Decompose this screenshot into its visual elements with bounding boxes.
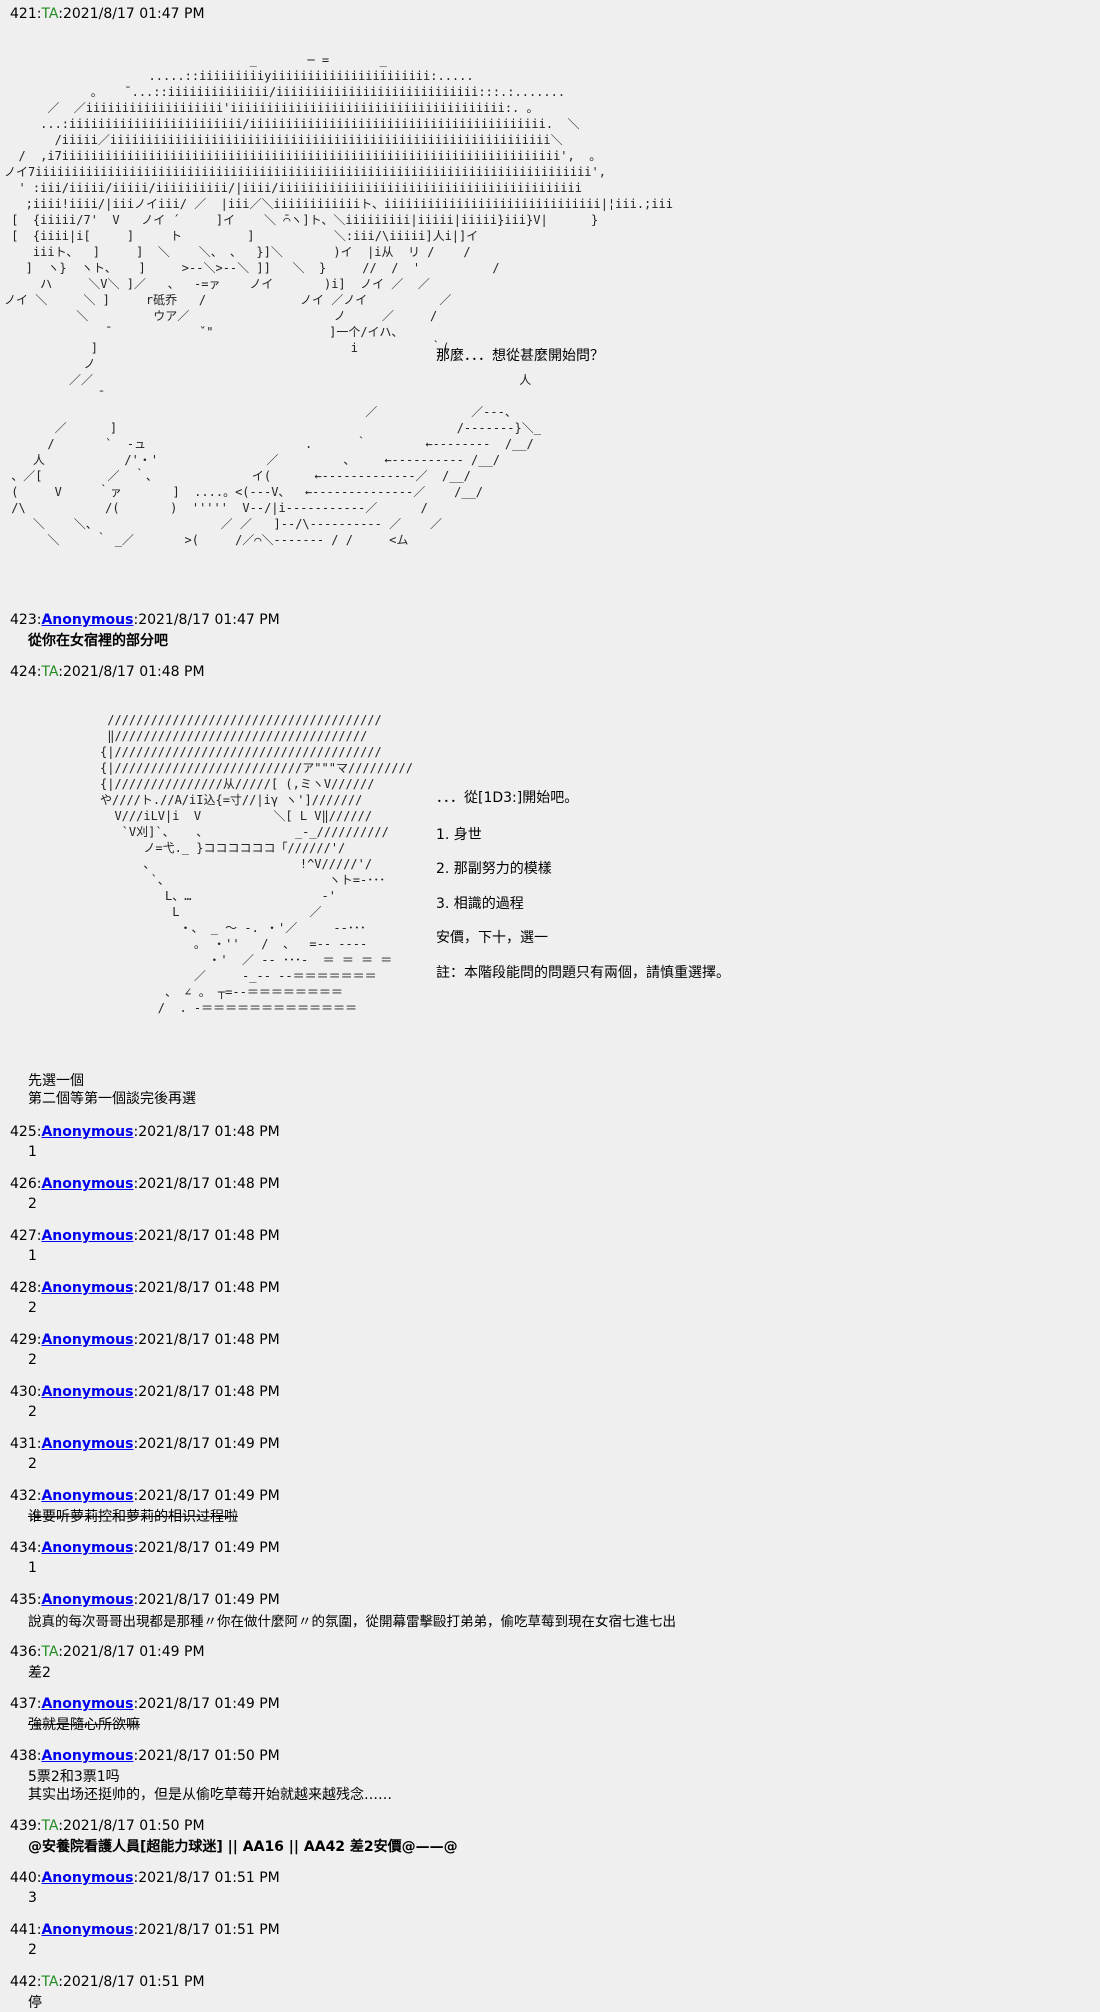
post-body: 第二個等第一個談完後再選 <box>28 1091 196 1107</box>
post-header: 429:Anonymous:2021/8/17 01:48 PM <box>10 1332 280 1348</box>
ascii-art-character-1: _ ─ = _ .....::iiiiiiiiiyiiiiiiiiiiiiiii… <box>4 53 673 547</box>
post-body: 說真的每次哥哥出現都是那種〃你在做什麼阿〃的氛圍，從開幕雷擊毆打弟弟，偷吃草莓到… <box>28 1614 676 1630</box>
post-header: 424:TA:2021/8/17 01:48 PM <box>10 664 205 680</box>
poster-link[interactable]: Anonymous <box>41 1228 134 1244</box>
poster-link[interactable]: Anonymous <box>41 1436 134 1452</box>
post-header: 442:TA:2021/8/17 01:51 PM <box>10 1974 205 1990</box>
vote-instruction: 安價，下十，選一 <box>436 930 548 946</box>
poster-link[interactable]: Anonymous <box>41 1592 134 1608</box>
post-body: @安養院看護人員[超能力球迷] || AA16 || AA42 差2安價@——@ <box>28 1839 458 1855</box>
post-body: 2 <box>28 1352 37 1368</box>
speech-text: 那麼．．．想從甚麼開始問？ <box>436 348 604 364</box>
poster-link[interactable]: Anonymous <box>41 612 134 628</box>
post-header: 423:Anonymous:2021/8/17 01:47 PM <box>10 612 280 628</box>
post-header: 441:Anonymous:2021/8/17 01:51 PM <box>10 1922 280 1938</box>
poster-link[interactable]: Anonymous <box>41 1124 134 1140</box>
post-body: 5票2和3票1吗 <box>28 1769 120 1785</box>
post-body: 谁要听萝莉控和萝莉的相识过程啦 <box>28 1509 238 1525</box>
post-body: 2 <box>28 1404 37 1420</box>
poster-link[interactable]: Anonymous <box>41 1332 134 1348</box>
poster-link[interactable]: Anonymous <box>41 1922 134 1938</box>
post-body: 其实出场还挺帅的，但是从偷吃草莓开始就越来越残念…… <box>28 1787 392 1803</box>
post-body: 2 <box>28 1300 37 1316</box>
option-2: 2. 那副努力的模樣 <box>436 861 552 877</box>
post-header: 432:Anonymous:2021/8/17 01:49 PM <box>10 1488 280 1504</box>
post-header: 436:TA:2021/8/17 01:49 PM <box>10 1644 205 1660</box>
post-header: 425:Anonymous:2021/8/17 01:48 PM <box>10 1124 280 1140</box>
post-body: 先選一個 <box>28 1073 84 1089</box>
post-body: 差2 <box>28 1665 51 1681</box>
post-header: 439:TA:2021/8/17 01:50 PM <box>10 1818 205 1834</box>
post-header: 427:Anonymous:2021/8/17 01:48 PM <box>10 1228 280 1244</box>
post-header: 428:Anonymous:2021/8/17 01:48 PM <box>10 1280 280 1296</box>
option-1: 1. 身世 <box>436 827 482 843</box>
post-body: 強就是隨心所欲嘛 <box>28 1717 140 1733</box>
post-body: 1 <box>28 1144 37 1160</box>
option-3: 3. 相識的過程 <box>436 896 524 912</box>
post-header: 431:Anonymous:2021/8/17 01:49 PM <box>10 1436 280 1452</box>
post-header: 435:Anonymous:2021/8/17 01:49 PM <box>10 1592 280 1608</box>
post-header: 430:Anonymous:2021/8/17 01:48 PM <box>10 1384 280 1400</box>
post-header: 434:Anonymous:2021/8/17 01:49 PM <box>10 1540 280 1556</box>
post-body: 2 <box>28 1456 37 1472</box>
poster-link[interactable]: Anonymous <box>41 1540 134 1556</box>
ascii-art-character-2: ////////////////////////////////////// ‖… <box>100 713 413 1015</box>
post-header: 440:Anonymous:2021/8/17 01:51 PM <box>10 1870 280 1886</box>
post-body: 從你在女宿裡的部分吧 <box>28 633 168 649</box>
poster-link[interactable]: Anonymous <box>41 1696 134 1712</box>
poster-link[interactable]: Anonymous <box>41 1384 134 1400</box>
post-body: 1 <box>28 1560 37 1576</box>
poster-link[interactable]: Anonymous <box>41 1748 134 1764</box>
post-header: 438:Anonymous:2021/8/17 01:50 PM <box>10 1748 280 1764</box>
post-header: 437:Anonymous:2021/8/17 01:49 PM <box>10 1696 280 1712</box>
post-body: 2 <box>28 1196 37 1212</box>
post-body: 2 <box>28 1942 37 1958</box>
poster-link[interactable]: Anonymous <box>41 1488 134 1504</box>
note-text: 註：本階段能問的問題只有兩個，請慎重選擇。 <box>436 965 730 981</box>
poster-link[interactable]: Anonymous <box>41 1870 134 1886</box>
post-header: 421:TA:2021/8/17 01:47 PM <box>10 6 205 22</box>
question-prompt: ．．．從[1D3:]開始吧。 <box>436 790 579 806</box>
post-body: 3 <box>28 1890 37 1906</box>
post-header: 426:Anonymous:2021/8/17 01:48 PM <box>10 1176 280 1192</box>
post-body: 1 <box>28 1248 37 1264</box>
poster-link[interactable]: Anonymous <box>41 1176 134 1192</box>
poster-link[interactable]: Anonymous <box>41 1280 134 1296</box>
post-body: 停 <box>28 1995 42 2011</box>
